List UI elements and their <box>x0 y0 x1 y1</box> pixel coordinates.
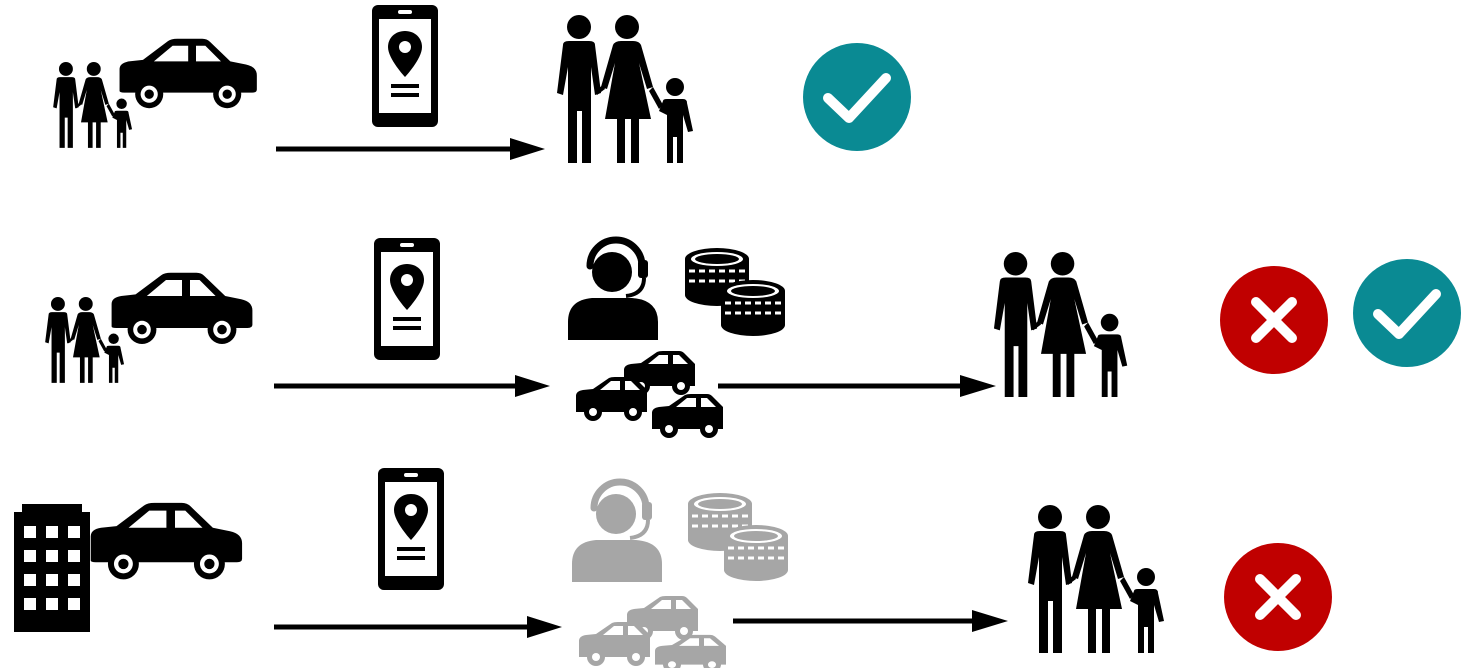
building-icon <box>14 504 90 632</box>
coins-icon <box>683 246 787 338</box>
arrow-icon <box>733 610 1008 632</box>
arrow-icon <box>718 375 996 397</box>
failure-cross-icon <box>1224 543 1332 651</box>
family-icon <box>1028 505 1164 653</box>
agent-icon <box>572 482 662 582</box>
coins-icon <box>686 491 790 583</box>
family-icon <box>993 252 1128 398</box>
row-3 <box>14 468 1332 668</box>
row-2 <box>45 238 1461 438</box>
car-icon <box>119 38 257 109</box>
success-check-icon <box>803 43 911 151</box>
arrow-icon <box>276 138 545 160</box>
agent-icon <box>568 240 658 340</box>
arrow-icon <box>274 616 562 638</box>
phone-location-icon <box>372 5 438 127</box>
car-icon <box>90 502 243 580</box>
phone-location-icon <box>378 468 444 590</box>
phone-location-icon <box>374 238 440 360</box>
success-check-icon <box>1353 259 1461 367</box>
row-1 <box>53 5 911 163</box>
arrow-icon <box>274 375 550 397</box>
failure-cross-icon <box>1220 266 1328 374</box>
cars-icon <box>576 351 723 438</box>
cars-icon <box>579 596 726 668</box>
car-icon <box>111 272 253 344</box>
family-icon <box>557 15 693 163</box>
